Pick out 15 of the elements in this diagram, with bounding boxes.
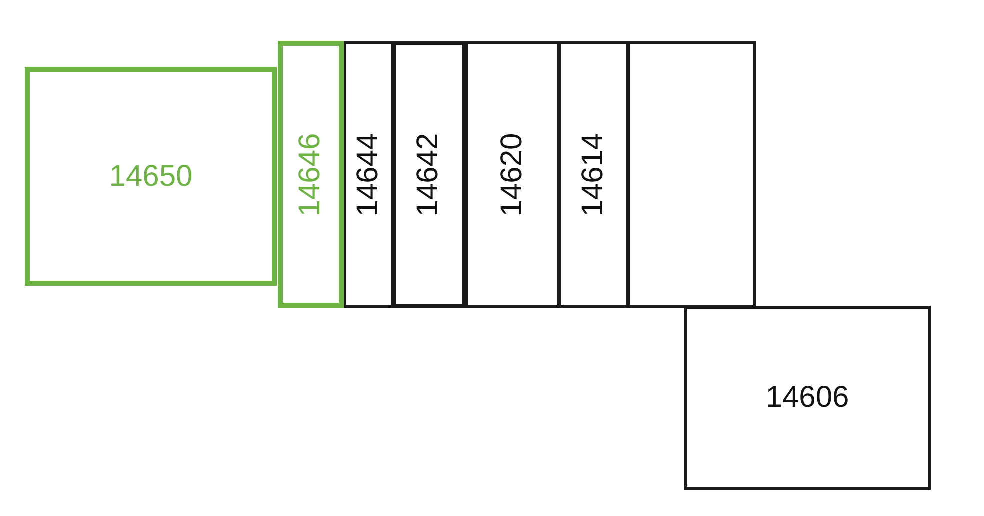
unit-box <box>392 41 466 308</box>
unit-number: 14646 <box>294 132 328 216</box>
unit-number: 14606 <box>766 381 850 415</box>
unit-box <box>558 41 629 308</box>
unit-number: 14650 <box>109 160 193 194</box>
unit-number: 14642 <box>412 132 446 216</box>
unit-box <box>278 41 344 308</box>
unit-number: 14620 <box>496 132 530 216</box>
unit-box <box>25 67 277 286</box>
unit-box <box>627 41 756 308</box>
unit-number: 14644 <box>352 132 386 216</box>
unit-box <box>684 306 931 490</box>
unit-number: 14614 <box>576 132 610 216</box>
unit-box <box>343 41 394 308</box>
unit-box <box>465 41 560 308</box>
